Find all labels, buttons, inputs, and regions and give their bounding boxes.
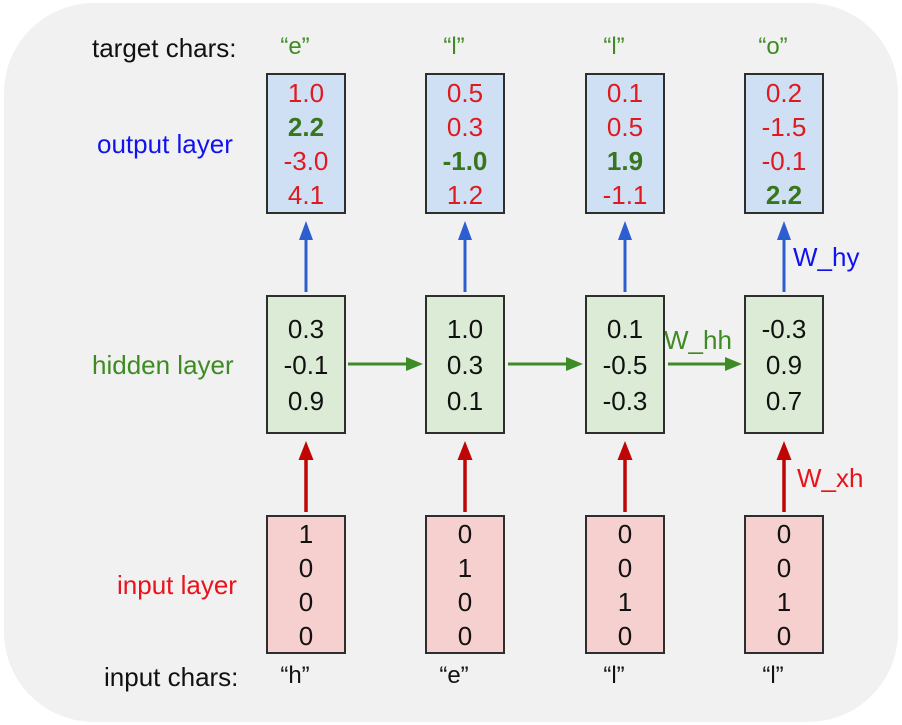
output-value: 4.1 xyxy=(287,179,325,210)
output-value: 2.2 xyxy=(765,179,803,210)
input-char-1: “e” xyxy=(439,662,469,689)
target-char-0: “e” xyxy=(280,33,310,60)
weight-label-wxh: W_xh xyxy=(797,463,864,493)
weight-label-whh: W_hh xyxy=(664,325,732,355)
hidden-value: 0.1 xyxy=(446,385,484,416)
hidden-value: 0.3 xyxy=(287,313,325,344)
input-value: 0 xyxy=(457,620,473,651)
output-box-2: 0.1 0.5 1.9 -1.1 xyxy=(585,73,665,214)
input-layer-label: input layer xyxy=(117,570,237,600)
output-value: 0.3 xyxy=(446,111,484,142)
input-char-0: “h” xyxy=(280,662,310,689)
input-value: 0 xyxy=(776,518,792,549)
output-value: 1.9 xyxy=(606,145,644,176)
target-char-2: “l” xyxy=(603,33,625,60)
hidden-value: 0.1 xyxy=(606,313,644,344)
hidden-box-2: 0.1 -0.5 -0.3 xyxy=(585,295,665,434)
hidden-box-3: -0.3 0.9 0.7 xyxy=(744,295,824,434)
output-value: -3.0 xyxy=(283,145,329,176)
hidden-value: 0.9 xyxy=(287,385,325,416)
input-value: 1 xyxy=(617,586,633,617)
hidden-box-0: 0.3 -0.1 0.9 xyxy=(266,295,346,434)
input-value: 0 xyxy=(776,552,792,583)
hidden-value: 0.3 xyxy=(446,349,484,380)
output-value: 1.0 xyxy=(287,77,325,108)
input-value: 0 xyxy=(617,518,633,549)
input-box-3: 0 0 1 0 xyxy=(744,515,824,654)
hidden-value: 1.0 xyxy=(446,313,484,344)
input-chars-label: input chars: xyxy=(104,662,239,692)
input-char-3: “l” xyxy=(762,662,784,689)
output-value: -1.1 xyxy=(602,179,648,210)
hidden-value: -0.5 xyxy=(602,349,648,380)
target-char-1: “l” xyxy=(443,33,465,60)
hidden-value: -0.3 xyxy=(602,385,648,416)
hidden-layer-label: hidden layer xyxy=(92,350,234,380)
output-box-3: 0.2 -1.5 -0.1 2.2 xyxy=(744,73,824,214)
target-char-3: “o” xyxy=(758,33,788,60)
input-value: 1 xyxy=(776,586,792,617)
output-layer-label: output layer xyxy=(97,129,233,159)
output-value: -1.0 xyxy=(442,145,488,176)
output-value: 1.2 xyxy=(446,179,484,210)
hidden-box-1: 1.0 0.3 0.1 xyxy=(425,295,505,434)
output-value: 0.5 xyxy=(606,111,644,142)
input-value: 0 xyxy=(298,586,314,617)
output-value: 2.2 xyxy=(287,111,325,142)
input-value: 0 xyxy=(298,620,314,651)
input-box-2: 0 0 1 0 xyxy=(585,515,665,654)
input-value: 0 xyxy=(457,586,473,617)
output-box-1: 0.5 0.3 -1.0 1.2 xyxy=(425,73,505,214)
output-value: -1.5 xyxy=(761,111,807,142)
output-value: -0.1 xyxy=(761,145,807,176)
input-value: 0 xyxy=(617,620,633,651)
hidden-value: 0.9 xyxy=(765,349,803,380)
input-box-0: 1 0 0 0 xyxy=(266,515,346,654)
hidden-value: 0.7 xyxy=(765,385,803,416)
input-box-1: 0 1 0 0 xyxy=(425,515,505,654)
input-value: 0 xyxy=(298,552,314,583)
hidden-value: -0.3 xyxy=(761,313,807,344)
input-value: 1 xyxy=(298,518,314,549)
input-value: 0 xyxy=(457,518,473,549)
output-value: 0.1 xyxy=(606,77,644,108)
output-value: 0.2 xyxy=(765,77,803,108)
input-char-2: “l” xyxy=(603,662,625,689)
input-value: 0 xyxy=(617,552,633,583)
weight-label-why: W_hy xyxy=(793,242,860,272)
hidden-value: -0.1 xyxy=(283,349,329,380)
output-value: 0.5 xyxy=(446,77,484,108)
input-value: 0 xyxy=(776,620,792,651)
input-value: 1 xyxy=(457,552,473,583)
target-chars-label: target chars: xyxy=(92,33,237,63)
output-box-0: 1.0 2.2 -3.0 4.1 xyxy=(266,73,346,214)
